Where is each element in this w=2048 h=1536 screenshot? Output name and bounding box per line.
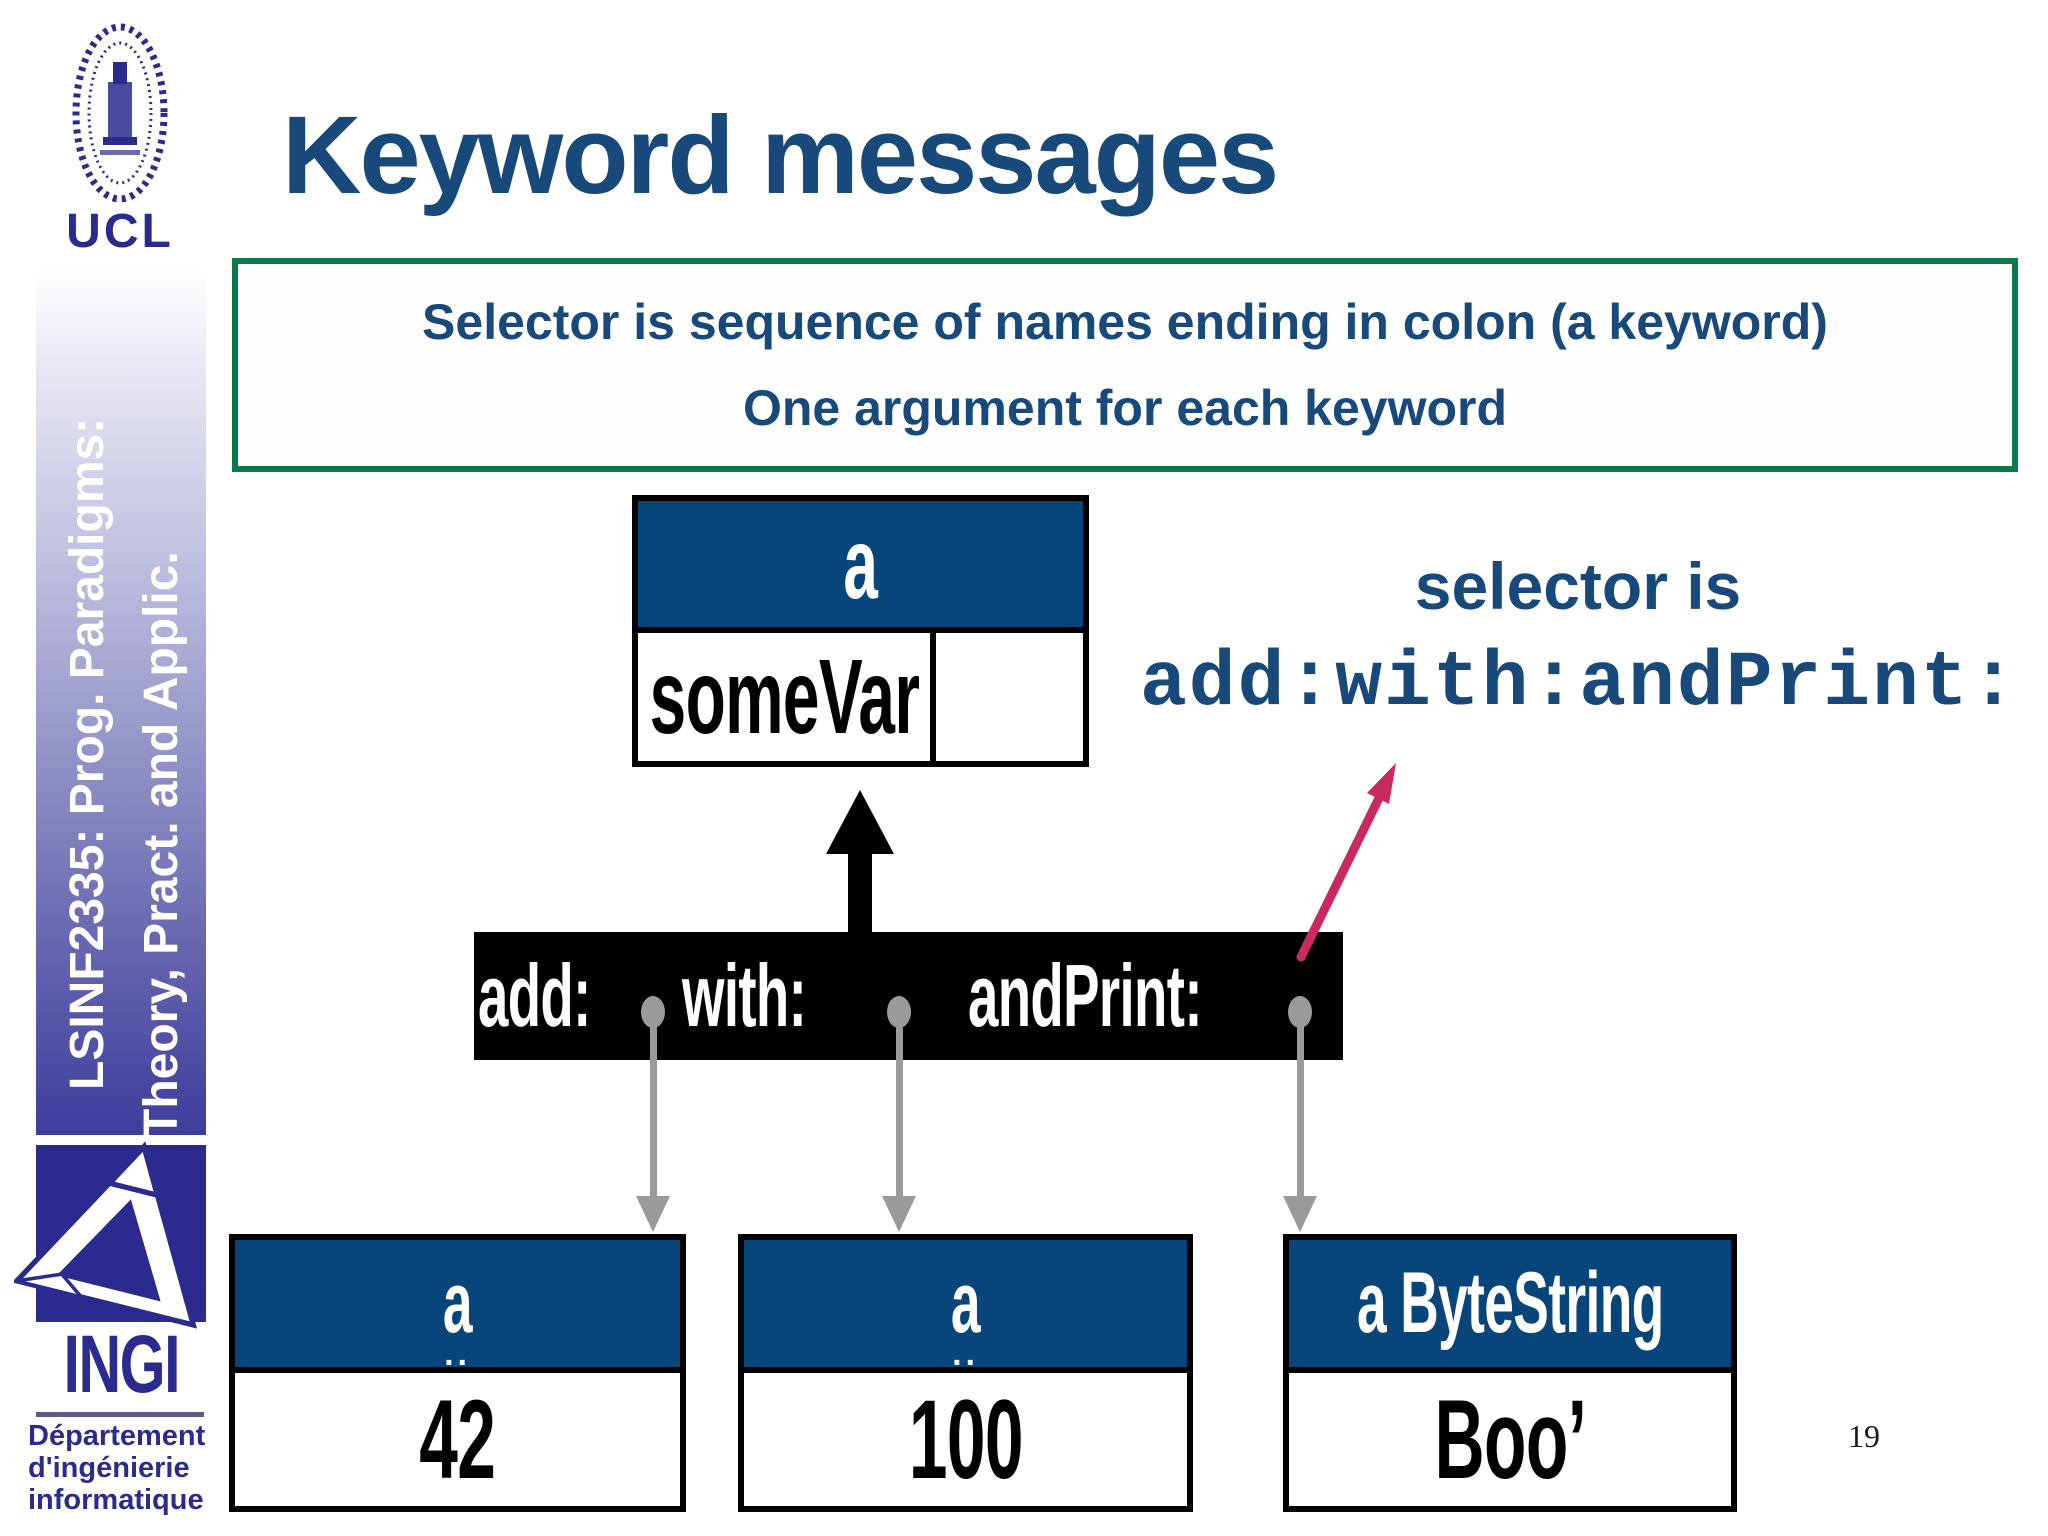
keyword-add-label: add: <box>478 946 591 1045</box>
penrose-triangle-icon <box>14 1141 198 1329</box>
ingi-logo-text-inner: INGI <box>63 1319 180 1410</box>
arg2-class-label: a <box>950 1255 981 1351</box>
up-arrow-icon <box>826 790 894 936</box>
receiver-header: a <box>638 501 1083 627</box>
arg1-body: 42 <box>235 1367 680 1506</box>
arg3-header: a ByteString <box>1289 1240 1731 1367</box>
arg3-class-label: a ByteString <box>1356 1255 1664 1351</box>
department-name: Département d'ingénierie informatique <box>28 1420 228 1516</box>
receiver-body: someVar <box>638 627 1083 761</box>
slide-title: Keyword messages <box>282 94 1279 217</box>
receiver-object-box: a someVar <box>632 495 1089 767</box>
argument-object-box-2: a ·· 100 <box>738 1234 1193 1512</box>
keyword-andprint: andPrint: <box>968 938 1345 1054</box>
course-title-line1: LSINF2335: Prog. Paradigms: <box>61 417 114 1090</box>
course-title-line2: Theory, Pract. and Applic. <box>135 551 188 1138</box>
selector-pointer-arrow-icon <box>1296 763 1396 962</box>
arg2-header: a ·· <box>744 1240 1187 1380</box>
keyword-message-box <box>474 932 1343 1060</box>
argument-object-box-3: a ByteString Boo’ <box>1283 1234 1737 1512</box>
arg1-value: 42 <box>419 1377 496 1502</box>
keyword-add: add: <box>478 938 660 1054</box>
ucl-logo-text: UCL <box>66 205 174 258</box>
connector-line-1 <box>650 1024 657 1196</box>
connector-arrowhead-3 <box>1283 1196 1317 1232</box>
arg1-header: a ·· <box>235 1240 680 1380</box>
arg2-body: 100 <box>744 1367 1187 1506</box>
ingi-logo-text: INGI <box>30 1318 212 1412</box>
department-line2: d'ingénierie <box>28 1452 190 1484</box>
department-line3: informatique <box>28 1484 204 1516</box>
arg2-value: 100 <box>908 1377 1023 1502</box>
connector-line-3 <box>1297 1024 1304 1196</box>
argument-object-box-1: a ·· 42 <box>229 1234 686 1512</box>
page-number: 19 <box>1848 1418 1880 1454</box>
receiver-slot-somevar: someVar <box>638 633 936 761</box>
arg1-header-artifact: ·· <box>444 1344 471 1382</box>
connector-line-2 <box>896 1024 903 1196</box>
arg3-value: Boo’ <box>1434 1377 1586 1502</box>
arg2-header-artifact: ·· <box>952 1344 979 1382</box>
arg3-body: Boo’ <box>1289 1367 1731 1506</box>
receiver-slot-empty <box>936 633 1083 761</box>
receiver-class-label: a <box>843 507 878 620</box>
definition-callout: Selector is sequence of names ending in … <box>232 258 2018 472</box>
arg1-class-label: a <box>442 1255 473 1351</box>
selector-caption: selector is <box>1414 549 1742 623</box>
ingi-divider <box>36 1412 204 1417</box>
course-banner <box>36 268 206 1135</box>
receiver-slot-label: someVar <box>649 637 919 756</box>
connector-arrowhead-1 <box>636 1196 670 1232</box>
keyword-with: with: <box>682 938 882 1054</box>
callout-line1: Selector is sequence of names ending in … <box>422 293 1828 350</box>
argument-dot-1 <box>641 996 665 1028</box>
argument-dot-3 <box>1288 996 1312 1028</box>
department-line1: Département <box>28 1420 206 1452</box>
callout-line2: One argument for each keyword <box>742 380 1508 437</box>
selector-code: add:with:andPrint: <box>1140 640 2019 728</box>
connector-arrowhead-2 <box>882 1196 916 1232</box>
keyword-with-label: with: <box>682 946 807 1045</box>
keyword-andprint-label: andPrint: <box>968 946 1202 1045</box>
argument-dot-2 <box>887 996 911 1028</box>
ucl-seal-icon <box>72 23 168 203</box>
